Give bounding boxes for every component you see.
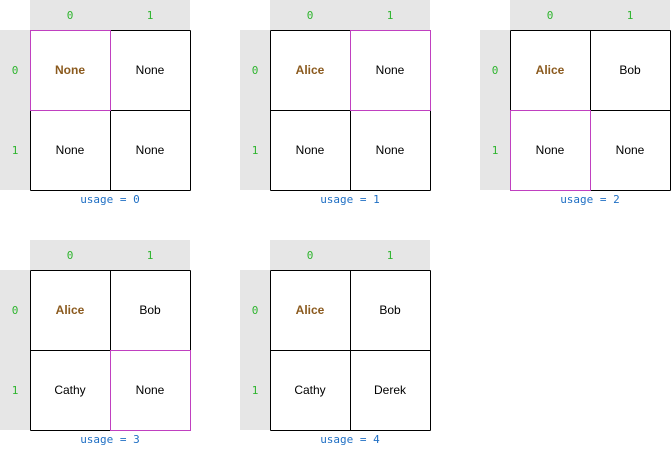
row-header: 0 — [480, 30, 510, 110]
usage-label: usage = 3 — [80, 433, 140, 446]
grid-cell: Bob — [590, 30, 670, 110]
row-header: 1 — [0, 350, 30, 430]
cell-value: None — [295, 143, 325, 157]
grid-cell: Cathy — [30, 350, 110, 430]
cell-value: None — [135, 383, 165, 397]
grid-cell: None — [30, 30, 110, 110]
grid-panel: 0 1 0 1 Alice Bob Cathy None usage = 3 — [0, 240, 191, 450]
grid-lines — [30, 270, 191, 431]
column-header: 0 — [270, 240, 350, 270]
cell-value: None — [135, 143, 165, 157]
column-header: 1 — [110, 240, 190, 270]
grid-cell: Derek — [350, 350, 430, 430]
cell-value: None — [375, 143, 405, 157]
grid-cell: Alice — [270, 30, 350, 110]
grid-cell: None — [510, 110, 590, 190]
row-header: 0 — [0, 30, 30, 110]
column-header: 0 — [510, 0, 590, 30]
grid-panel: 0 1 0 1 Alice Bob Cathy Derek usage = 4 — [240, 240, 431, 450]
highlighted-cell-border — [510, 110, 591, 191]
grid-panel: 0 1 0 1 Alice None None None usage = 1 — [240, 0, 431, 210]
row-header: 1 — [480, 110, 510, 190]
row-header: 1 — [0, 110, 30, 190]
grid-panel: 0 1 0 1 None None None None usage = 0 — [0, 0, 191, 210]
cell-value: None — [535, 143, 565, 157]
cell-value: Bob — [139, 303, 161, 317]
cell-value: Alice — [295, 303, 325, 317]
column-header: 1 — [110, 0, 190, 30]
grid-lines — [30, 30, 191, 191]
row-header: 1 — [240, 350, 270, 430]
row-header: 1 — [240, 110, 270, 190]
cell-value: Bob — [619, 63, 641, 77]
grid-cell: Alice — [30, 270, 110, 350]
grid-cell: None — [30, 110, 110, 190]
cell-value: Derek — [373, 383, 406, 397]
grid-lines — [270, 270, 431, 431]
usage-label: usage = 2 — [560, 193, 620, 206]
highlighted-cell-border — [110, 350, 191, 431]
grid-cell: Bob — [350, 270, 430, 350]
cell-value: Alice — [535, 63, 565, 77]
cell-value: None — [55, 63, 85, 77]
grid-cell: None — [350, 110, 430, 190]
column-header: 1 — [350, 240, 430, 270]
grid-cell: None — [270, 110, 350, 190]
highlighted-cell-border — [30, 30, 111, 111]
cell-value: None — [55, 143, 85, 157]
grid-cell: None — [590, 110, 670, 190]
column-header: 1 — [350, 0, 430, 30]
row-header: 0 — [240, 270, 270, 350]
usage-label: usage = 0 — [80, 193, 140, 206]
column-header: 0 — [30, 0, 110, 30]
grid-cell: Bob — [110, 270, 190, 350]
grid-cell: None — [350, 30, 430, 110]
cell-value: None — [615, 143, 645, 157]
cell-value: None — [375, 63, 405, 77]
grid-lines — [510, 30, 671, 191]
usage-label: usage = 4 — [320, 433, 380, 446]
column-header: 1 — [590, 0, 670, 30]
highlighted-cell-border — [350, 30, 431, 111]
cell-value: Cathy — [54, 383, 86, 397]
row-header: 0 — [0, 270, 30, 350]
grid-cell: None — [110, 350, 190, 430]
grid-cell: None — [110, 110, 190, 190]
usage-label: usage = 1 — [320, 193, 380, 206]
cell-value: Cathy — [294, 383, 326, 397]
grid-lines — [270, 30, 431, 191]
cell-value: Bob — [379, 303, 401, 317]
grid-panel: 0 1 0 1 Alice Bob None None usage = 2 — [480, 0, 671, 210]
column-header: 0 — [30, 240, 110, 270]
cell-value: Alice — [55, 303, 85, 317]
row-header: 0 — [240, 30, 270, 110]
grid-cell: Alice — [510, 30, 590, 110]
cell-value: Alice — [295, 63, 325, 77]
grid-cell: None — [110, 30, 190, 110]
cell-value: None — [135, 63, 165, 77]
grid-cell: Alice — [270, 270, 350, 350]
column-header: 0 — [270, 0, 350, 30]
grid-cell: Cathy — [270, 350, 350, 430]
